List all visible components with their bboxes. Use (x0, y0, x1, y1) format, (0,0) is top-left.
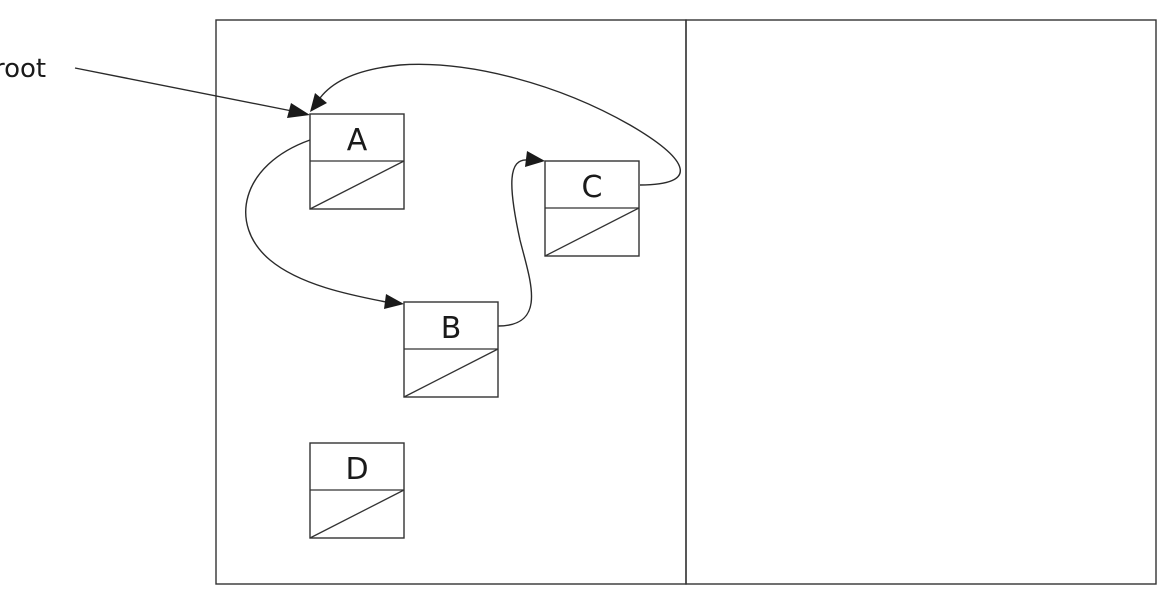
node-a: A (309, 113, 405, 210)
node-c: C (544, 160, 640, 257)
edge-b-to-c (497, 159, 533, 327)
node-b: B (403, 301, 499, 398)
node-d-label: D (345, 452, 368, 487)
node-b-label: B (441, 311, 462, 346)
arrowhead-c-to-a (310, 93, 327, 112)
arrowhead-a-to-b (384, 294, 404, 309)
node-a-label: A (347, 123, 368, 158)
root-label: root (0, 54, 46, 84)
edge-a-to-b (245, 139, 387, 303)
to-space-panel (685, 19, 1157, 585)
edge-root-to-a (74, 67, 293, 112)
arrowhead-b-to-c (525, 151, 545, 167)
node-d: D (309, 442, 405, 539)
pointer-edges (74, 63, 681, 327)
edge-c-to-a (319, 63, 681, 186)
arrowheads (287, 93, 545, 309)
node-c-label: C (582, 170, 603, 205)
arrowhead-root-to-a (287, 103, 310, 118)
